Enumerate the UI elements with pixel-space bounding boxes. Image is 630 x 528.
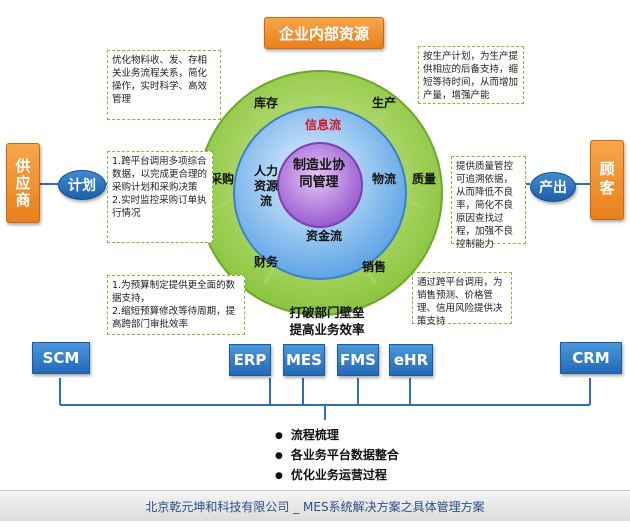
ring-label-production: 生产 (372, 96, 397, 110)
inner-circle (277, 142, 363, 228)
people-flow-label: 人力资源流 (253, 164, 278, 208)
note-quality: 提供质量管控可追溯依据，从而降低不良率，简化不良原因查找过程，加强不良控制能力 (451, 156, 526, 250)
footer-bar: 北京乾元坤和科技有限公司 _ MES系统解决方案之具体管理方案 (0, 490, 630, 521)
note-production: 按生产计划，为生产提供相应的后备支持，缩短等待时间，从而增加产量，增强产能 (418, 46, 524, 104)
enterprise-resources-label: 企业内部资源 (278, 24, 369, 43)
system-crm: CRM (560, 342, 622, 374)
footer-text: 北京乾元坤和科技有限公司 _ MES系统解决方案之具体管理方案 (145, 499, 485, 514)
slogan-line-1: 打破部门壁垒 (289, 305, 365, 320)
material-flow-label: 物流 (372, 172, 397, 186)
customer-label: 顾客 (597, 161, 616, 199)
note-purchasing: 1.跨平台调用多项综合数据，以完成更合理的采购计划和采购决策 2.实时监控采购订… (107, 151, 213, 243)
customer-box: 顾客 (590, 140, 624, 220)
benefit-item: 优化业务运营过程 (275, 466, 399, 486)
center-label: 制造业协同管理 (293, 158, 346, 190)
enterprise-resources-box: 企业内部资源 (264, 17, 384, 49)
ring-diagram (197, 70, 443, 316)
note-sales: 通过跨平台调用，为销售预测、价格管理、信用风险提供决策支持 (412, 272, 512, 327)
capital-flow-label: 资金流 (306, 229, 343, 243)
supplier-label: 供应商 (13, 157, 32, 209)
ring-label-quality: 质量 (412, 172, 437, 186)
benefit-list: 流程梳理 各业务平台数据整合 优化业务运营过程 (275, 426, 399, 486)
slogan: 打破部门壁垒 提高业务效率 (282, 304, 372, 338)
slogan-line-2: 提高业务效率 (289, 322, 365, 337)
ring-label-sales: 销售 (362, 260, 387, 274)
system-fms: FMS (337, 344, 379, 376)
system-erp: ERP (229, 344, 271, 376)
plan-label: 计划 (68, 178, 96, 194)
system-mes-label: MES (286, 351, 322, 369)
system-erp-label: ERP (233, 351, 267, 369)
benefit-item: 各业务平台数据整合 (275, 446, 399, 466)
system-crm-label: CRM (572, 349, 610, 367)
system-ehr: eHR (389, 344, 433, 376)
ring-label-purchasing: 采购 (210, 172, 235, 186)
ring-label-inventory: 库存 (254, 96, 279, 110)
info-flow-label: 信息流 (305, 118, 342, 132)
system-ehr-label: eHR (393, 351, 429, 369)
plan-oval: 计划 (58, 170, 106, 200)
benefit-item: 流程梳理 (275, 426, 399, 446)
note-finance: 1.为预算制定提供更全面的数据支持， 2.缩短预算修改等待周期，提高跨部门审批效… (107, 275, 245, 335)
output-oval: 产出 (530, 172, 576, 202)
supplier-box: 供应商 (6, 143, 40, 223)
ring-label-finance: 财务 (254, 255, 279, 269)
system-mes: MES (283, 344, 325, 376)
system-scm: SCM (32, 342, 90, 374)
system-scm-label: SCM (42, 349, 80, 367)
system-fms-label: FMS (340, 351, 376, 369)
output-label: 产出 (539, 180, 567, 196)
note-inventory: 优化物料收、发、存相关业务流程关系，简化操作，实时科学、高效管理 (107, 50, 221, 120)
